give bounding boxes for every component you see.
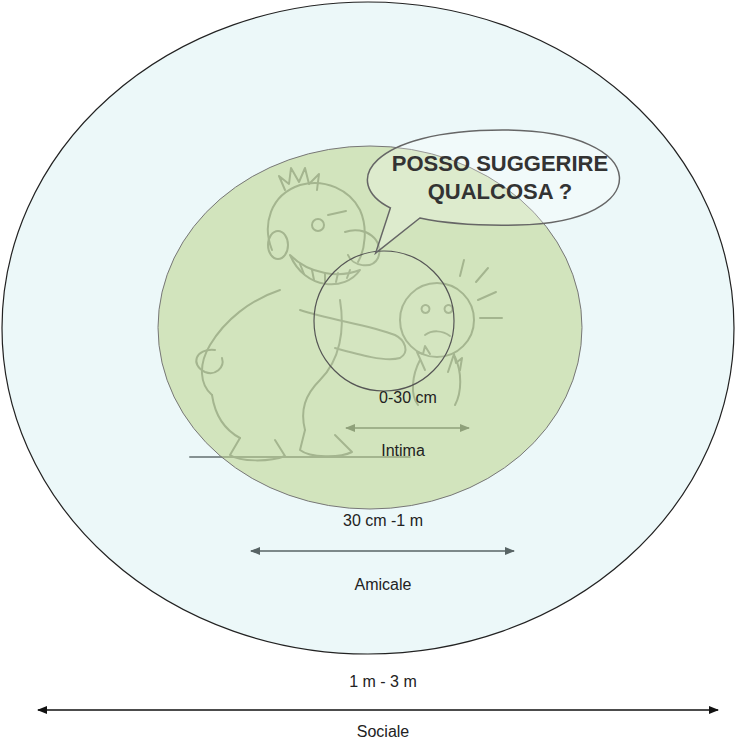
intimate-zone-outline: [313, 250, 455, 392]
social-zone: 1 m - 3 mSociale30 cm -1 mAmicale0-30 cm…: [1, 1, 735, 655]
zone-name: Intima: [381, 441, 425, 461]
speech-bubble-outline: [355, 128, 650, 228]
zone-name: Amicale: [355, 575, 412, 595]
intimate-zone: 0-30 cmIntima: [313, 250, 455, 392]
dimension-arrow: [38, 709, 718, 710]
speech-bubble: POSSO SUGGERIRE QUALCOSA ?: [355, 128, 650, 228]
zone-name: Sociale: [357, 722, 409, 742]
distance-label: 0-30 cm: [379, 388, 437, 408]
distance-label: 1 m - 3 m: [349, 672, 417, 692]
speech-text: POSSO SUGGERIRE QUALCOSA ?: [375, 150, 625, 206]
distance-label: 30 cm -1 m: [343, 511, 423, 531]
